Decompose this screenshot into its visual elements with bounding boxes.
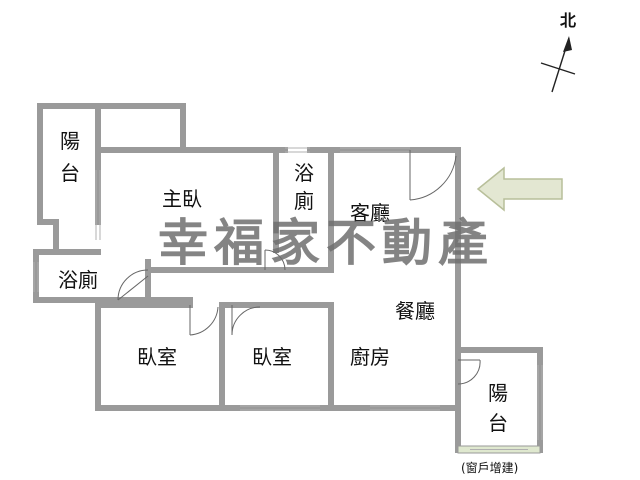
doors bbox=[117, 150, 481, 385]
balcony-bottom-right-label-2: 台 bbox=[488, 411, 508, 435]
watermark: 幸福家不動產 bbox=[158, 214, 494, 272]
balcony-bottom-right-label-1: 陽 bbox=[488, 381, 508, 405]
room-labels: 陽 台 主臥 浴 廁 客廳 浴廁 餐廳 臥室 臥室 廚房 陽 台 bbox=[58, 129, 508, 435]
master-bedroom-label: 主臥 bbox=[162, 187, 202, 211]
bathroom-left-label: 浴廁 bbox=[58, 268, 98, 292]
bathroom-center-label-1: 浴 bbox=[294, 161, 314, 185]
balcony-top-left-label-1: 陽 bbox=[60, 129, 80, 153]
kitchen-label: 廚房 bbox=[350, 345, 390, 369]
bathroom-center-label-2: 廁 bbox=[294, 189, 314, 213]
outer-walls bbox=[33, 103, 543, 453]
entrance-arrow-icon bbox=[476, 166, 563, 212]
interior-walls bbox=[53, 147, 334, 411]
bedroom-center-label: 臥室 bbox=[252, 345, 292, 369]
dining-room-label: 餐廳 bbox=[395, 299, 435, 323]
balcony-top-left-label-2: 台 bbox=[60, 161, 80, 185]
windows bbox=[33, 147, 543, 454]
north-label: 北 bbox=[560, 11, 576, 30]
living-room-label: 客廳 bbox=[350, 201, 390, 225]
window-addition-note: (窗戶增建) bbox=[461, 461, 518, 475]
north-arrow-icon: 北 bbox=[540, 11, 576, 93]
bedroom-left-label: 臥室 bbox=[137, 345, 177, 369]
